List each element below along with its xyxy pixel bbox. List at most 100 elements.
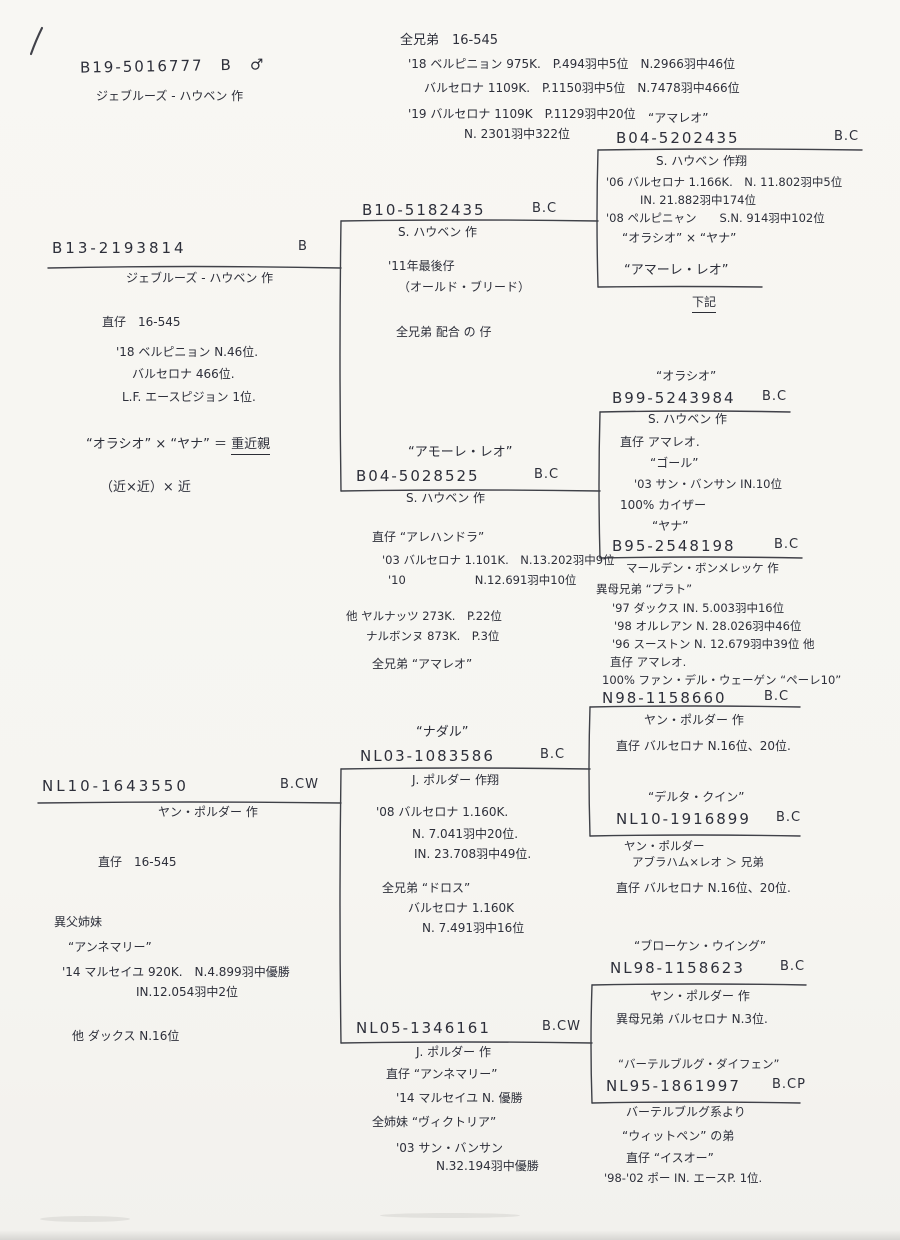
gp-ddd-note: '98-'02 ポー IN. エースP. 1位. <box>604 1171 763 1185</box>
sire-note: '18 ベルピニョン N.46位. <box>116 345 259 359</box>
gp-sds-name: “オラシオ” <box>656 369 717 383</box>
gp-dsd-note: 直仔 バルセロナ N.16位、20位. <box>616 881 791 895</box>
dam-breeder: ヤン・ポルダー 作 <box>158 805 258 819</box>
subject-note: '18 ベルピニョン 975K. P.494羽中5位 N.2966羽中46位 <box>408 57 736 71</box>
scan-artifact <box>380 1213 520 1218</box>
sire-dam-note: '10 N.12.691羽中10位 <box>388 573 577 587</box>
gp-dds-note: 異母兄弟 バルセロナ N.3位. <box>616 1012 768 1026</box>
subject-note: N. 2301羽中322位 <box>464 127 571 141</box>
dam-sire-band: B.C <box>540 747 566 762</box>
gp-ddd-ring: NL95-1861997 <box>606 1077 741 1095</box>
sire-note: バルセロナ 466位. <box>132 367 235 381</box>
dam-note: 異父姉妹 <box>54 915 103 929</box>
gp-sss-name: “アマレオ” <box>648 111 709 125</box>
dam-sire-note: '08 バルセロナ 1.160K. <box>376 805 509 819</box>
dam-sire-name: “ナダル” <box>416 725 469 740</box>
sire-dam-note: 直仔 “アレハンドラ” <box>372 530 485 544</box>
inbreeding-note: “オラシオ” × “ヤナ” ＝ 重近親 <box>86 437 271 455</box>
gp-ddd-band: B.CP <box>772 1077 806 1092</box>
gp-sdd-band: B.C <box>774 537 800 552</box>
sire-dam-note: 全兄弟 “アマレオ” <box>372 657 473 671</box>
dam-note: “アンネマリー” <box>68 940 152 954</box>
gp-sdd-note: 直仔 アマレオ. <box>610 655 687 669</box>
gp-sss-note: '08 ペルピニャン S.N. 914羽中102位 <box>606 211 825 225</box>
gp-sdd-note: 異母兄弟 “プラト” <box>596 582 693 596</box>
sire-band: B <box>298 239 308 254</box>
dam-dam-note: 直仔 “アンネマリー” <box>386 1067 498 1081</box>
sire-sire-band: B.C <box>532 201 558 216</box>
dam-dam-note: J. ポルダー 作 <box>416 1045 491 1059</box>
gp-sdd-note: '98 オルレアン N. 28.026羽中46位 <box>614 619 802 633</box>
dam-sire-ring: NL03-1083586 <box>360 747 495 765</box>
dam-sire-note: IN. 23.708羽中49位. <box>414 847 532 861</box>
sire-note: 直仔 16-545 <box>102 315 181 329</box>
sire-dam-name: “アモーレ・レオ” <box>408 445 513 460</box>
gp-sdd-note: '97 ダックス IN. 5.003羽中16位 <box>612 601 785 615</box>
gp-sss-band: B.C <box>834 129 860 144</box>
gp-dsd-name: “デルタ・クイン” <box>648 790 745 804</box>
gp-sdd-ring: B95-2548198 <box>612 537 736 555</box>
scan-artifact <box>40 1216 130 1222</box>
subject-breeder: ジェブルーズ - ハウベン 作 <box>96 89 244 103</box>
gp-sds-ring: B99-5243984 <box>612 389 736 407</box>
gp-dsd-note: ヤン・ポルダー <box>624 839 705 853</box>
gp-sss-ring: B04-5202435 <box>616 129 740 147</box>
dam-note: '14 マルセイユ 920K. N.4.899羽中優勝 <box>62 965 290 979</box>
sire-dam-band: B.C <box>534 467 560 482</box>
gp-dsd-band: B.C <box>776 810 802 825</box>
sire-sire-ring: B10-5182435 <box>362 201 486 219</box>
gp-ddd-note: バーテルブルグ系より <box>626 1105 746 1119</box>
gp-dss-band: B.C <box>764 689 790 704</box>
dam-sire-note: N. 7.491羽中16位 <box>422 921 525 935</box>
gp-sss-note: S. ハウベン 作翔 <box>656 154 748 168</box>
dam-note: IN.12.054羽中2位 <box>136 985 238 999</box>
gp-dds-note: ヤン・ポルダー 作 <box>650 989 750 1003</box>
dam-dam-note: N.32.194羽中優勝 <box>436 1159 539 1173</box>
gp-sds-note: 直仔 アマレオ. <box>620 435 700 449</box>
gp-sds-band: B.C <box>762 389 788 404</box>
sire-sire-note: S. ハウベン 作 <box>398 225 478 239</box>
subject-ring: B19-5016777 B ♂ <box>79 55 266 77</box>
sire-dam-note: ナルボンヌ 873K. P.3位 <box>366 629 500 643</box>
gp-ddd-note: 直仔 “イスオー” <box>626 1151 714 1165</box>
scan-edge-shadow <box>0 1230 900 1240</box>
subject-note: 全兄弟 16-545 <box>400 33 499 48</box>
gp-sds-note: “ゴール” <box>650 456 699 470</box>
dam-sire-note: J. ポルダー 作翔 <box>412 773 499 787</box>
gp-dss-ring: N98-1158660 <box>602 689 727 707</box>
dam-note: 直仔 16-545 <box>98 855 177 869</box>
gp-sss-note: '06 バルセロナ 1.166K. N. 11.802羽中5位 <box>606 175 843 189</box>
gp-dds-name: “ブローケン・ウイング” <box>634 939 767 953</box>
gp-dss-name: 100% ファン・デル・ウェーゲン “ペーレ10” <box>602 673 842 687</box>
inbreeding-note-prefix: “オラシオ” × “ヤナ” ＝ <box>86 437 232 452</box>
sire-dam-note: S. ハウベン 作 <box>406 491 486 505</box>
gp-ssd-name: “アマーレ・レオ” <box>624 263 729 278</box>
gp-sss-note: “オラシオ” × “ヤナ” <box>622 231 737 245</box>
gp-dsd-ring: NL10-1916899 <box>616 810 751 828</box>
dam-ring: NL10-1643550 <box>42 777 189 795</box>
gp-ssd-see-below: 下記 <box>692 295 717 313</box>
dam-note: 他 ダックス N.16位 <box>72 1029 180 1043</box>
dam-sire-note: バルセロナ 1.160K <box>408 901 515 915</box>
gp-dsd-note: アブラハム×レオ ＞ 兄弟 <box>632 855 764 869</box>
gp-sss-note: IN. 21.882羽中174位 <box>640 193 756 207</box>
sire-ring: B13-2193814 <box>52 239 187 257</box>
sire-dam-note: 他 ヤルナッツ 273K. P.22位 <box>346 609 502 623</box>
gp-dds-ring: NL98-1158623 <box>610 959 745 977</box>
gp-dds-band: B.C <box>780 959 806 974</box>
gp-sds-note: S. ハウベン 作 <box>648 412 728 426</box>
sire-sire-note: '11年最後仔 <box>388 259 455 273</box>
inbreeding-note-word: 重近親 <box>231 437 271 455</box>
dam-sire-note: 全兄弟 “ドロス” <box>382 881 471 895</box>
sire-sire-note: 全兄弟 配合 の 仔 <box>396 325 492 339</box>
subject-note: '19 バルセロナ 1109K P.1129羽中20位 <box>408 107 636 121</box>
sire-dam-ring: B04-5028525 <box>356 467 480 485</box>
sire-note: L.F. エースピジョン 1位. <box>122 390 256 404</box>
gp-sdd-name: “ヤナ” <box>652 519 689 533</box>
gp-sds-note: 100% カイザー <box>620 498 707 512</box>
dam-dam-note: 全姉妹 “ヴィクトリア” <box>372 1115 497 1129</box>
inbreeding-note-tail: （近×近）× 近 <box>100 480 191 495</box>
gp-sdd-note: '96 スーストン N. 12.679羽中39位 他 <box>612 637 815 651</box>
gp-ddd-note: “ウィットペン” の弟 <box>622 1129 735 1143</box>
